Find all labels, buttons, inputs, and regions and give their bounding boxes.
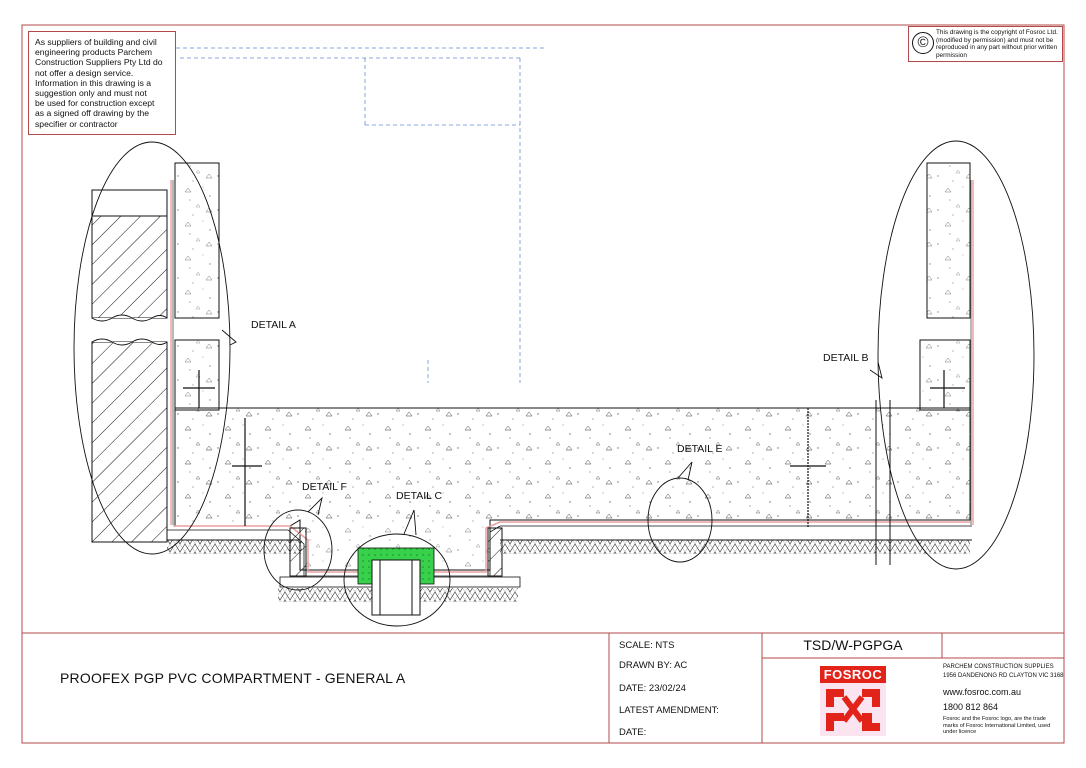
fosroc-logo: FOSROC bbox=[820, 666, 886, 736]
detail-e-label: DETAIL E bbox=[677, 443, 723, 455]
copyright-text: This drawing is the copyright of Fosroc … bbox=[936, 29, 1058, 59]
sump-pipe-detail bbox=[357, 547, 435, 616]
drawn-by-field: DRAWN BY: AC bbox=[619, 660, 688, 671]
sheet-frame bbox=[21, 24, 1065, 744]
title-block-lines bbox=[22, 632, 1064, 743]
fosroc-emblem-icon bbox=[820, 683, 886, 736]
ground-fill bbox=[167, 540, 970, 602]
latest-amendment-field: LATEST AMENDMENT: bbox=[619, 705, 719, 716]
website-link[interactable]: www.fosroc.com.au bbox=[943, 687, 1022, 697]
detail-a-label: DETAIL A bbox=[251, 319, 296, 331]
logo-wordmark: FOSROC bbox=[820, 666, 886, 683]
date-field: DATE: 23/02/24 bbox=[619, 683, 686, 694]
construction-guides bbox=[176, 47, 545, 383]
reinforcement bbox=[183, 370, 965, 526]
scale-field: SCALE: NTS bbox=[619, 640, 675, 651]
copyright-icon: © bbox=[912, 32, 934, 54]
detail-callouts bbox=[73, 140, 1035, 627]
base-slab bbox=[167, 407, 972, 577]
left-wall-concrete bbox=[170, 162, 220, 525]
detail-b-label: DETAIL B bbox=[823, 352, 869, 364]
company-address: 1956 DANDENONG RD CLAYTON VIC 3168 bbox=[943, 673, 1064, 679]
amendment-date-field: DATE: bbox=[619, 727, 647, 738]
detail-c-label: DETAIL C bbox=[396, 490, 443, 502]
drawing-title: PROOFEX PGP PVC COMPARTMENT - GENERAL A bbox=[60, 670, 406, 686]
phone-number: 1800 812 864 bbox=[943, 702, 999, 712]
disclaimer-note: As suppliers of building and civil engin… bbox=[28, 31, 176, 135]
copyright-box: © This drawing is the copyright of Fosro… bbox=[908, 26, 1063, 62]
right-wall-concrete bbox=[807, 162, 974, 565]
trademark-note: Fosroc and the Fosroc logo, are the trad… bbox=[943, 716, 1051, 736]
detail-f-label: DETAIL F bbox=[302, 481, 347, 493]
drawing-number: TSD/W-PGPGA bbox=[803, 637, 903, 653]
left-retaining-wall bbox=[91, 189, 168, 543]
company-name: PARCHEM CONSTRUCTION SUPPLIES bbox=[943, 664, 1054, 670]
